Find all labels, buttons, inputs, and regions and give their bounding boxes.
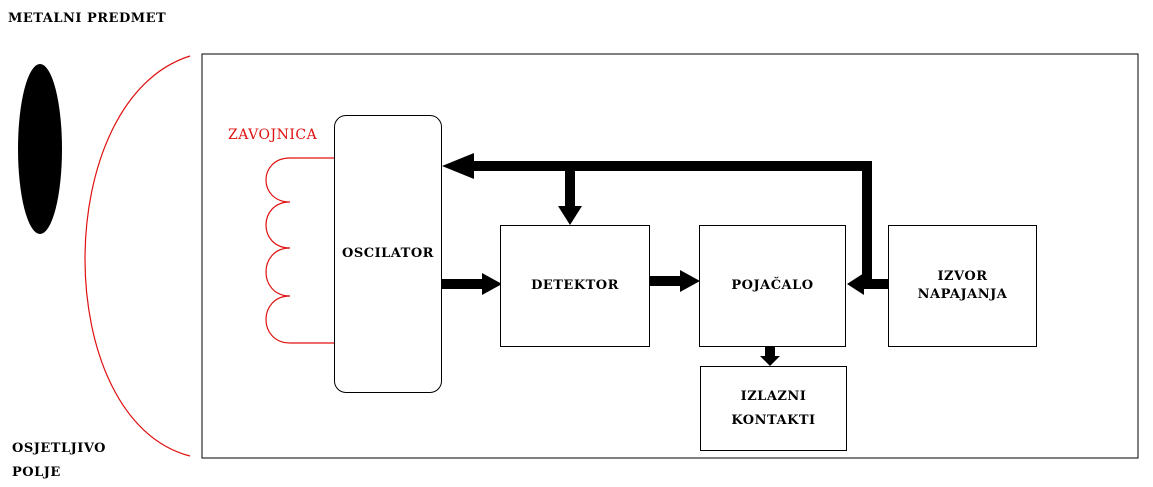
oscillator-block: OSCILATOR <box>334 115 442 393</box>
oscillator-to-detector-arrow <box>442 273 502 295</box>
power-supply-label-line1: IZVOR <box>937 269 988 284</box>
coil-shape <box>265 157 334 344</box>
amplifier-to-output-arrow <box>760 346 780 366</box>
metal-object-shape <box>18 64 62 234</box>
power-supply-block: IZVOR NAPAJANJA <box>888 225 1037 347</box>
coil-label: ZAVOJNICA <box>228 127 318 143</box>
sensitive-field-arc <box>84 55 191 457</box>
sensitive-field-label-line1: OSJETLJIVO <box>12 441 107 456</box>
sensitive-field-label: OSJETLJIVO POLJE <box>12 440 106 482</box>
amplifier-block: POJAČALO <box>699 225 846 347</box>
power-to-amplifier-arrow <box>847 273 888 295</box>
feedback-arrow <box>442 153 872 287</box>
metal-object-label: METALNI PREDMET <box>8 11 167 26</box>
output-contacts-block: IZLAZNI KONTAKTI <box>700 366 847 451</box>
sensitive-field-label-line2: POLJE <box>12 465 61 480</box>
output-contacts-label-line1: IZLAZNI <box>740 388 807 404</box>
output-contacts-label-line2: KONTAKTI <box>731 412 816 428</box>
detector-block: DETEKTOR <box>500 225 650 347</box>
detector-feed-arrow <box>558 165 582 225</box>
power-supply-label-line2: NAPAJANJA <box>917 287 1008 302</box>
detector-to-amplifier-arrow <box>650 270 700 292</box>
detector-label: DETEKTOR <box>531 278 619 293</box>
amplifier-label: POJAČALO <box>731 278 814 293</box>
oscillator-label: OSCILATOR <box>342 246 434 261</box>
device-enclosure <box>201 53 1139 459</box>
